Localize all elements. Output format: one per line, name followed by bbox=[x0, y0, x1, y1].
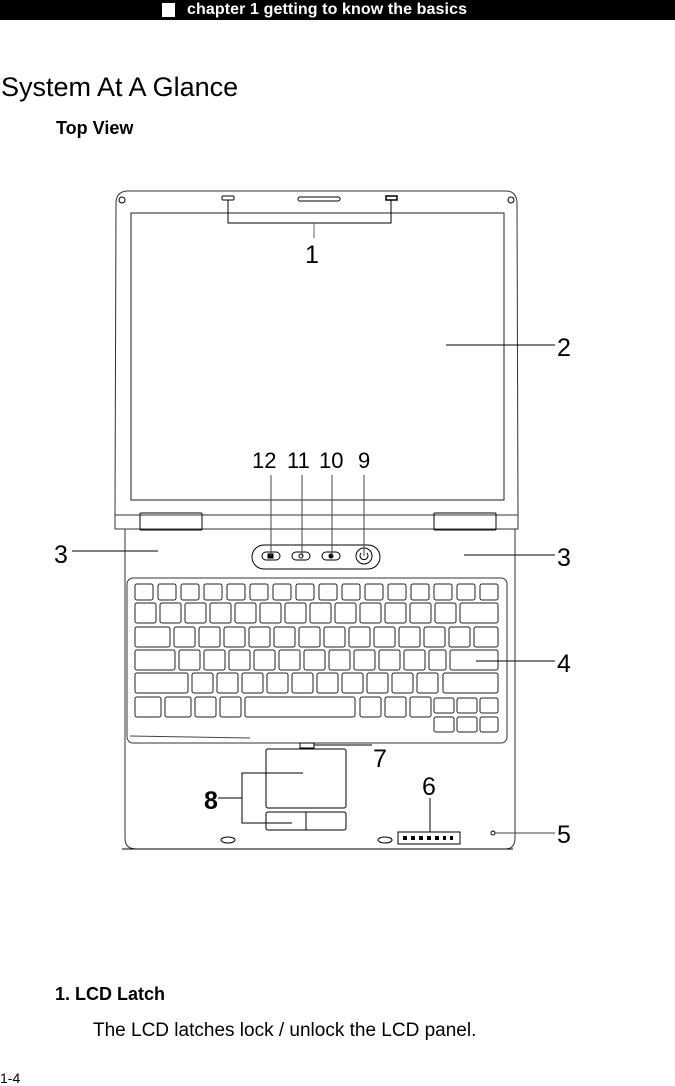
item-title: 1. LCD Latch bbox=[55, 984, 166, 1004]
status-indicators bbox=[397, 831, 461, 845]
svg-text:2: 2 bbox=[557, 334, 571, 362]
svg-text:4: 4 bbox=[557, 650, 571, 678]
svg-text:1: 1 bbox=[305, 241, 319, 269]
keyboard bbox=[134, 583, 499, 733]
laptop-top-view-diagram: 1 2 12 11 10 9 3 3 bbox=[0, 180, 675, 870]
svg-text:3: 3 bbox=[557, 544, 571, 572]
chapter-label: chapter 1 getting to know the basics bbox=[187, 1, 468, 18]
svg-text:10: 10 bbox=[319, 448, 343, 473]
svg-text:9: 9 bbox=[358, 448, 370, 473]
button-10-icon bbox=[321, 551, 341, 561]
svg-text:12: 12 bbox=[252, 448, 276, 473]
item-description: The LCD latches lock / unlock the LCD pa… bbox=[93, 1020, 477, 1041]
page-title: System At A Glance bbox=[1, 72, 239, 102]
chapter-header-bar: chapter 1 getting to know the basics bbox=[0, 0, 675, 20]
touchpad-toggle-icon bbox=[299, 742, 315, 749]
lcd-latch-left-icon bbox=[221, 195, 235, 201]
lcd-lid bbox=[114, 190, 519, 516]
header-square-icon bbox=[162, 3, 175, 17]
svg-text:7: 7 bbox=[373, 745, 387, 773]
svg-text:8: 8 bbox=[204, 787, 218, 815]
lcd-screen bbox=[130, 212, 505, 501]
lcd-latch-right-icon bbox=[385, 195, 398, 201]
svg-text:11: 11 bbox=[287, 448, 310, 473]
page-number: 1-4 bbox=[0, 1070, 21, 1086]
svg-text:3: 3 bbox=[54, 541, 68, 569]
section-title: Top View bbox=[56, 118, 134, 138]
svg-text:6: 6 bbox=[422, 773, 436, 801]
button-11-icon bbox=[291, 551, 311, 561]
svg-text:5: 5 bbox=[557, 821, 571, 849]
touchpad bbox=[265, 748, 347, 809]
